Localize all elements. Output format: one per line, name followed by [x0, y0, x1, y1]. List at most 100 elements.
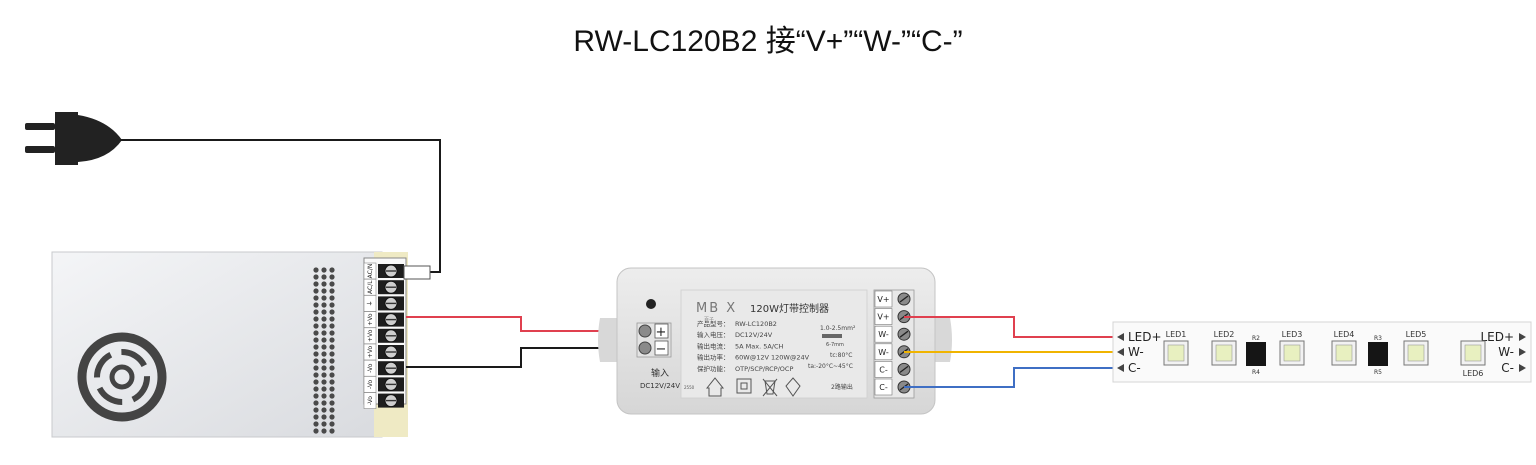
spec-label: 产品型号： — [697, 319, 730, 328]
psu-terminal-label: +Vo — [367, 346, 374, 359]
led-chip: LED6 — [1460, 340, 1486, 378]
psu-terminal: +Vo — [363, 311, 404, 328]
vent-hole — [313, 288, 319, 294]
vent-hole — [321, 337, 327, 343]
input-label: 输入 — [651, 367, 669, 379]
psu-terminal: ⏚ — [363, 295, 404, 312]
vent-hole — [329, 372, 335, 378]
vent-hole — [321, 281, 327, 287]
vent-hole — [313, 351, 319, 357]
wire-negative — [406, 347, 642, 368]
vent-hole — [313, 344, 319, 350]
vent-hole — [329, 421, 335, 427]
vent-hole — [321, 414, 327, 420]
vent-hole — [329, 379, 335, 385]
vent-hole — [313, 407, 319, 413]
led-chip: LED4 — [1331, 330, 1357, 366]
led-chip: LED2 — [1211, 330, 1237, 366]
class-ii-icon — [736, 378, 752, 394]
led-label: LED1 — [1166, 330, 1187, 339]
wire-gauge: 1.0-2.5mm² — [820, 325, 856, 332]
output-terminal-label: V+ — [877, 313, 889, 322]
led-label: LED3 — [1282, 330, 1303, 339]
vent-hole — [313, 330, 319, 336]
vent-hole — [313, 428, 319, 434]
psu-terminal: -Vo — [363, 359, 404, 377]
spec-label: 输出功率： — [697, 353, 730, 362]
strip-right-label: LED+ — [1480, 330, 1514, 344]
vent-hole — [313, 316, 319, 322]
power-supply-unit: AC/NAC/L⏚+Vo+Vo+Vo-Vo-Vo-Vo — [51, 251, 431, 438]
output-terminal-label: C- — [879, 383, 888, 392]
certification-icons — [705, 377, 801, 397]
vent-hole — [313, 302, 319, 308]
vent-hole — [313, 365, 319, 371]
brand-sub: 百子 — [704, 316, 714, 323]
led-chip: LED1 — [1163, 330, 1189, 366]
psu-terminal-label: ⏚ — [367, 300, 374, 306]
vent-hole — [321, 421, 327, 427]
vent-hole — [329, 281, 335, 287]
psu-terminal-label: +Vo — [367, 329, 374, 342]
solder-pad-icon — [1519, 364, 1526, 372]
spec-label: 输入电压： — [697, 330, 730, 339]
output-terminal: V+ — [874, 308, 911, 325]
vent-hole — [329, 344, 335, 350]
solder-pad-icon — [1117, 348, 1124, 356]
strip-left-label: C- — [1128, 361, 1141, 375]
vent-hole — [321, 302, 327, 308]
led-chip: LED3 — [1279, 330, 1305, 366]
vent-hole — [321, 344, 327, 350]
wire-c-minus — [904, 367, 1117, 388]
vent-hole — [329, 393, 335, 399]
psu-terminal: -Vo — [363, 376, 404, 393]
vent-hole — [321, 288, 327, 294]
psu-terminal-label: AC/L — [367, 280, 374, 294]
resistor-label-bottom: R5 — [1374, 369, 1382, 376]
ta-rating: ta:-20°C~45°C — [808, 363, 853, 370]
input-screw-plus-icon — [638, 324, 652, 338]
spec-value: RW-LC120B2 — [735, 320, 777, 328]
output-terminal-label: V+ — [877, 295, 889, 304]
output-terminal-block: V+V+W-W-C-C- — [874, 290, 911, 396]
vent-hole — [313, 295, 319, 301]
output-terminal-label: W- — [878, 330, 889, 339]
vent-hole — [329, 400, 335, 406]
spec-value: 60W@12V 120W@24V — [735, 354, 810, 362]
vent-hole — [321, 323, 327, 329]
psu-terminal: AC/N — [363, 262, 404, 280]
psu-terminal-label: +Vo — [367, 313, 374, 326]
vent-hole — [321, 379, 327, 385]
output-label: 2路输出 — [831, 383, 853, 391]
strip-left-label: LED+ — [1128, 330, 1162, 344]
input-minus-label: − — [656, 342, 667, 357]
vent-hole — [313, 267, 319, 273]
spec-label: 保护功能： — [697, 364, 730, 373]
led-label: LED5 — [1406, 330, 1427, 339]
output-terminal: W- — [874, 325, 911, 343]
vent-hole — [313, 337, 319, 343]
spec-label: 输出电流： — [697, 341, 730, 350]
vent-hole — [313, 358, 319, 364]
strip-length: 6-7mm — [826, 342, 844, 348]
psu-vent-grille — [313, 267, 335, 434]
vent-hole — [313, 372, 319, 378]
vent-hole — [321, 267, 327, 273]
vent-hole — [321, 351, 327, 357]
vent-hole — [329, 330, 335, 336]
psu-terminal-label: AC/N — [367, 264, 374, 279]
vent-hole — [329, 302, 335, 308]
weee-cross-icon — [762, 378, 778, 397]
output-terminal-label: W- — [878, 348, 889, 357]
wire-positive — [406, 316, 642, 332]
psu-terminal-label: -Vo — [367, 380, 374, 389]
psu-terminal-block: AC/NAC/L⏚+Vo+Vo+Vo-Vo-Vo-Vo — [363, 262, 404, 409]
vent-hole — [313, 379, 319, 385]
vent-hole — [329, 386, 335, 392]
vent-hole — [313, 386, 319, 392]
vent-hole — [329, 337, 335, 343]
psu-terminal: AC/L — [363, 278, 404, 296]
